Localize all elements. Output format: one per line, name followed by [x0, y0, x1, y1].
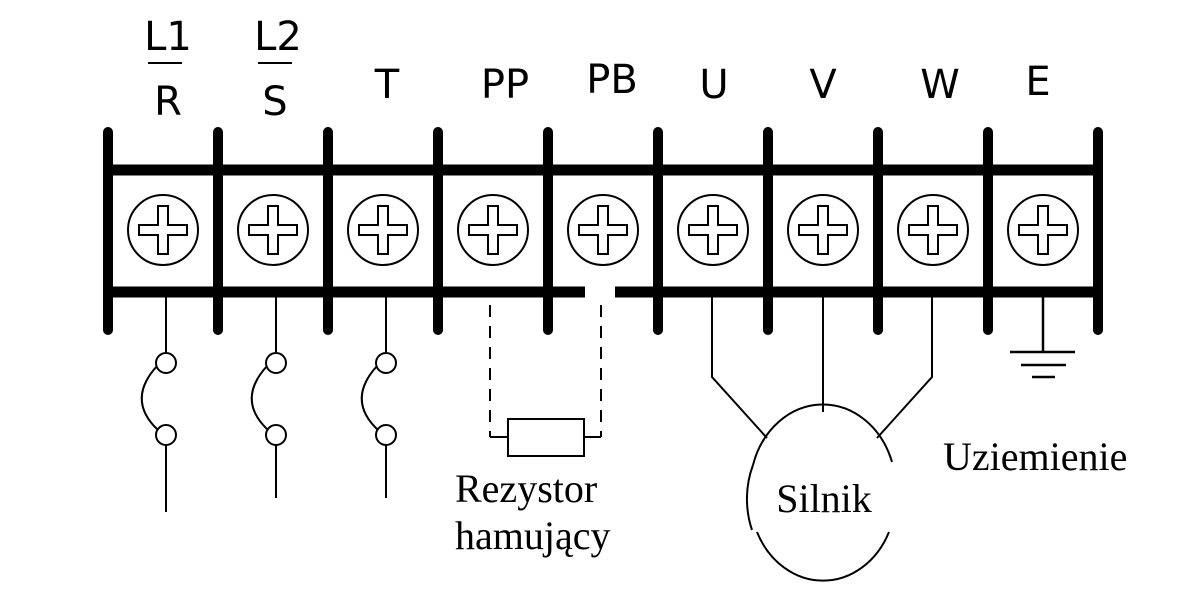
fuse-l1r: [140, 297, 177, 512]
motor-circle-top: [752, 403, 893, 466]
braking-resistor: [489, 305, 602, 457]
motor-circle-left: [745, 464, 754, 531]
screw-v: [787, 194, 859, 266]
screw-e: [1007, 194, 1079, 266]
fuse-contact-bottom: [265, 424, 287, 446]
terminal-label-pb: PB: [586, 57, 638, 103]
screw-cross-icon: [908, 205, 958, 255]
screw-t: [347, 194, 419, 266]
resistor-label-line1: Rezystor: [455, 466, 597, 511]
terminal-label-v: V: [809, 62, 837, 108]
fuses: [140, 297, 397, 512]
terminal-label-e: E: [1025, 59, 1050, 105]
ground-label: Uziemienie: [943, 434, 1127, 479]
terminal-block: [103, 164, 1103, 298]
screw-l2s: [237, 194, 309, 266]
screw-cross-icon: [358, 205, 408, 255]
screw-l1r: [127, 194, 199, 266]
fuse-l2s: [250, 297, 287, 498]
screw-cross-icon: [468, 205, 518, 255]
fuse-link: [140, 365, 159, 431]
motor: [711, 297, 933, 582]
terminal-label-s: S: [262, 79, 287, 125]
fuse-contact-top: [375, 352, 397, 374]
fuse-contact-top: [155, 352, 177, 374]
motor-wire-w: [876, 297, 933, 439]
screw-cross-icon: [248, 205, 298, 255]
screw-cross-icon: [688, 205, 738, 255]
screw-pb: [567, 194, 639, 266]
fuse-link: [360, 365, 379, 431]
terminal-dividers: [103, 127, 1103, 335]
screw-cross-icon: [578, 205, 628, 255]
terminal-label-l1: L1: [144, 14, 192, 60]
terminal-label-u: U: [699, 62, 728, 108]
terminal-label-w: W: [920, 62, 960, 108]
screw-cross-icon: [1018, 205, 1068, 255]
fuse-contact-top: [265, 352, 287, 374]
terminal-label-r: R: [154, 79, 182, 125]
terminal-screws: [127, 194, 1079, 266]
fuse-contact-bottom: [375, 424, 397, 446]
fuse-link: [250, 365, 269, 431]
terminal-label-l2: L2: [254, 14, 302, 60]
resistor-label-line2: hamujący: [455, 513, 611, 558]
terminal-label-pp: PP: [481, 62, 529, 108]
fuse-t: [360, 297, 397, 498]
screw-cross-icon: [798, 205, 848, 255]
screw-cross-icon: [138, 205, 188, 255]
screw-w: [897, 194, 969, 266]
motor-wire-u: [711, 297, 768, 439]
terminal-label-t: T: [374, 62, 400, 108]
resistor-body: [507, 418, 585, 457]
motor-label: Silnik: [776, 476, 872, 521]
fuse-contact-bottom: [155, 424, 177, 446]
screw-pp: [457, 194, 529, 266]
motor-circle-bottom: [756, 531, 890, 582]
ground-symbol: [1010, 297, 1075, 379]
terminal-labels: L1 R L2 S T PP PB U V W E: [144, 14, 1051, 125]
screw-u: [677, 194, 749, 266]
